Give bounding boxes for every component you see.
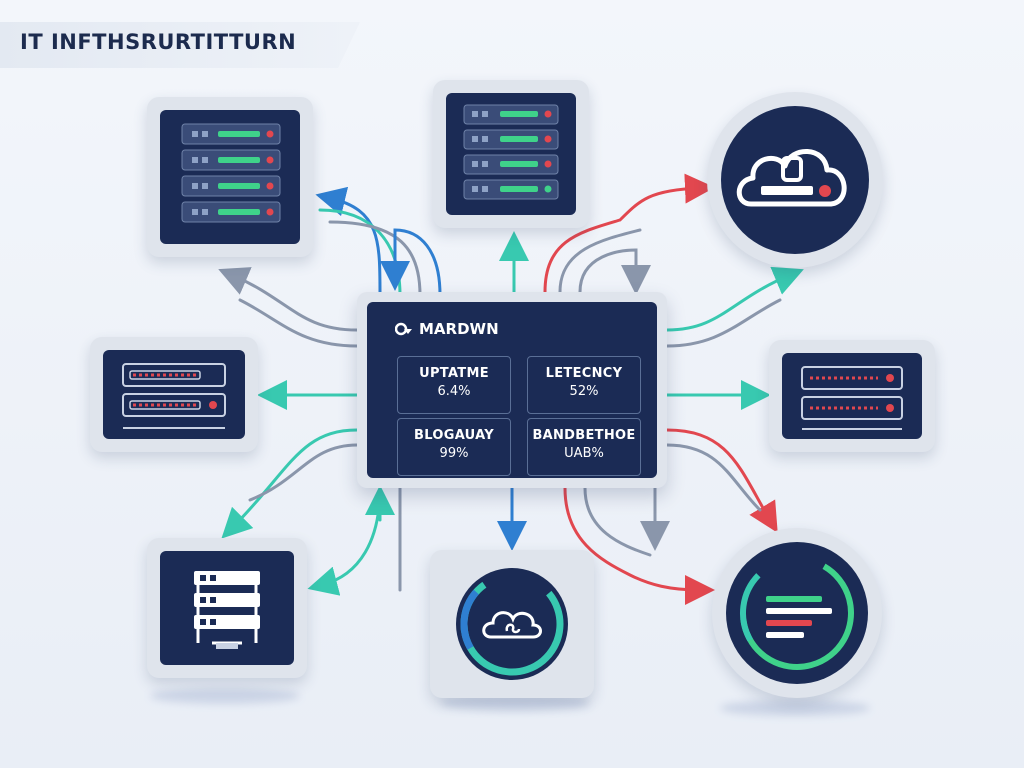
metric-value: 6.4% <box>437 384 471 399</box>
metric-value: 52% <box>569 384 599 399</box>
dashboard-title-text: MARDWN <box>419 320 499 338</box>
metric-card-bandwidth: BANDBETHOE UAB% <box>527 418 641 476</box>
metric-label: UPTATME <box>419 366 489 381</box>
database-stack-icon <box>194 571 260 649</box>
dashboard-screen: MARDWN UPTATME 6.4% LETECNCY 52% BLOGAUA… <box>367 302 657 478</box>
metric-card-latency: LETECNCY 52% <box>527 356 641 414</box>
page-title: IT INFTHSRURTITTURN <box>20 30 297 54</box>
database-node-bottom-left[interactable] <box>147 538 307 678</box>
ground-shadow <box>150 688 300 704</box>
cloud-storage-node-top-right[interactable] <box>707 92 883 268</box>
monitor-node-left[interactable] <box>90 337 258 452</box>
server-rack-icon <box>463 104 559 200</box>
metric-card-blogauay: BLOGAUAY 99% <box>397 418 511 476</box>
logs-node-bottom-right[interactable] <box>712 528 882 698</box>
metric-label: LETECNCY <box>545 366 623 381</box>
ground-shadow <box>720 700 870 716</box>
server-rack-icon <box>801 366 903 430</box>
link-logo-icon <box>395 322 412 336</box>
server-rack-node-top-left[interactable] <box>147 97 313 257</box>
metric-card-uptime: UPTATME 6.4% <box>397 356 511 414</box>
metric-label: BANDBETHOE <box>532 428 636 443</box>
server-rack-icon <box>181 123 281 223</box>
ground-shadow <box>440 695 590 711</box>
cloud-icon <box>456 568 568 680</box>
central-dashboard[interactable]: MARDWN UPTATME 6.4% LETECNCY 52% BLOGAUA… <box>357 292 667 488</box>
monitor-node-right[interactable] <box>769 340 935 452</box>
cloud-node-bottom-center[interactable] <box>430 550 594 698</box>
metric-label: BLOGAUAY <box>414 428 494 443</box>
metric-value: 99% <box>439 446 469 461</box>
log-list-icon <box>740 556 854 670</box>
metric-value: UAB% <box>564 446 604 461</box>
server-rack-node-top-center[interactable] <box>433 80 589 228</box>
title-banner <box>0 22 360 68</box>
server-rack-icon <box>122 363 226 429</box>
dashboard-title: MARDWN <box>395 320 499 338</box>
cloud-icon <box>736 149 847 207</box>
